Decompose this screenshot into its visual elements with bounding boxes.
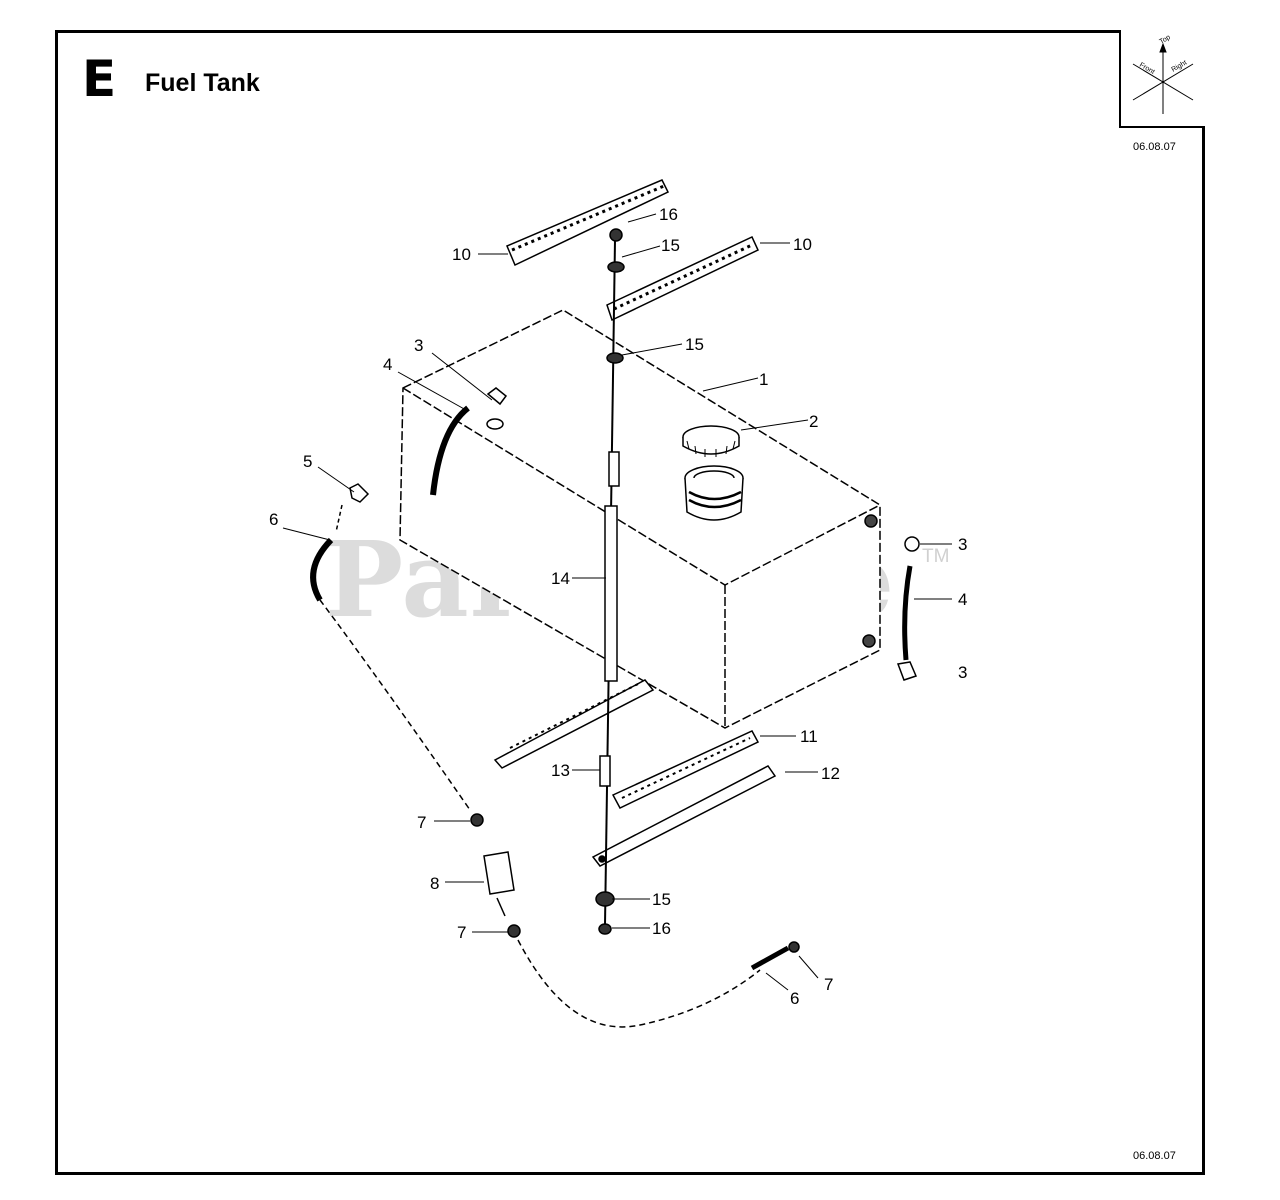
callout-8: 8 [430, 874, 439, 893]
callout-4: 4 [958, 590, 967, 609]
callout-leaders [282, 213, 952, 991]
fuel-line [310, 483, 800, 1028]
fuel-tank [399, 309, 881, 729]
callout-14: 14 [551, 569, 570, 588]
fuel-cap [682, 425, 740, 457]
callout-16: 16 [652, 919, 671, 938]
callout-7: 7 [824, 975, 833, 994]
filler-neck [684, 465, 744, 521]
watermark-trademark: TM [922, 546, 950, 567]
callout-10: 10 [793, 235, 812, 254]
callout-4: 4 [383, 355, 392, 374]
callout-2: 2 [809, 412, 818, 431]
callout-16: 16 [659, 205, 678, 224]
vent-fitting-left [430, 387, 508, 496]
callout-6: 6 [790, 989, 799, 1008]
bottom-bracket-11 [611, 730, 760, 809]
callout-1: 1 [759, 370, 768, 389]
callout-3: 3 [958, 663, 967, 682]
callout-7: 7 [457, 923, 466, 942]
callout-7: 7 [417, 813, 426, 832]
washers-and-nuts [595, 228, 625, 935]
callout-15: 15 [685, 335, 704, 354]
top-strap-left [506, 179, 670, 267]
callout-labels: 1 2 3 3 3 4 4 5 6 6 7 7 7 8 10 10 11 12 … [269, 205, 967, 1008]
vent-fitting-right [896, 536, 920, 681]
compass-top-label: Top [1159, 34, 1172, 46]
callout-15: 15 [661, 236, 680, 255]
callout-13: 13 [551, 761, 570, 780]
top-strap-right [606, 236, 759, 322]
revision-date-bottom: 06.08.07 [1133, 1150, 1176, 1162]
orientation-compass: Top Front Right [1119, 30, 1205, 128]
callout-6: 6 [269, 510, 278, 529]
tie-rod [599, 239, 620, 926]
page-title: Fuel Tank [145, 69, 260, 97]
callout-12: 12 [821, 764, 840, 783]
callout-3: 3 [958, 535, 967, 554]
callout-10: 10 [452, 245, 471, 264]
page-frame [55, 30, 1205, 1175]
bottom-strap-12 [591, 765, 777, 867]
callout-11: 11 [800, 727, 818, 746]
revision-date-top: 06.08.07 [1133, 141, 1176, 153]
callout-5: 5 [303, 452, 312, 471]
bottom-bracket-left [493, 679, 655, 769]
callout-3: 3 [414, 336, 423, 355]
callout-15: 15 [652, 890, 671, 909]
section-letter: E [82, 50, 117, 108]
